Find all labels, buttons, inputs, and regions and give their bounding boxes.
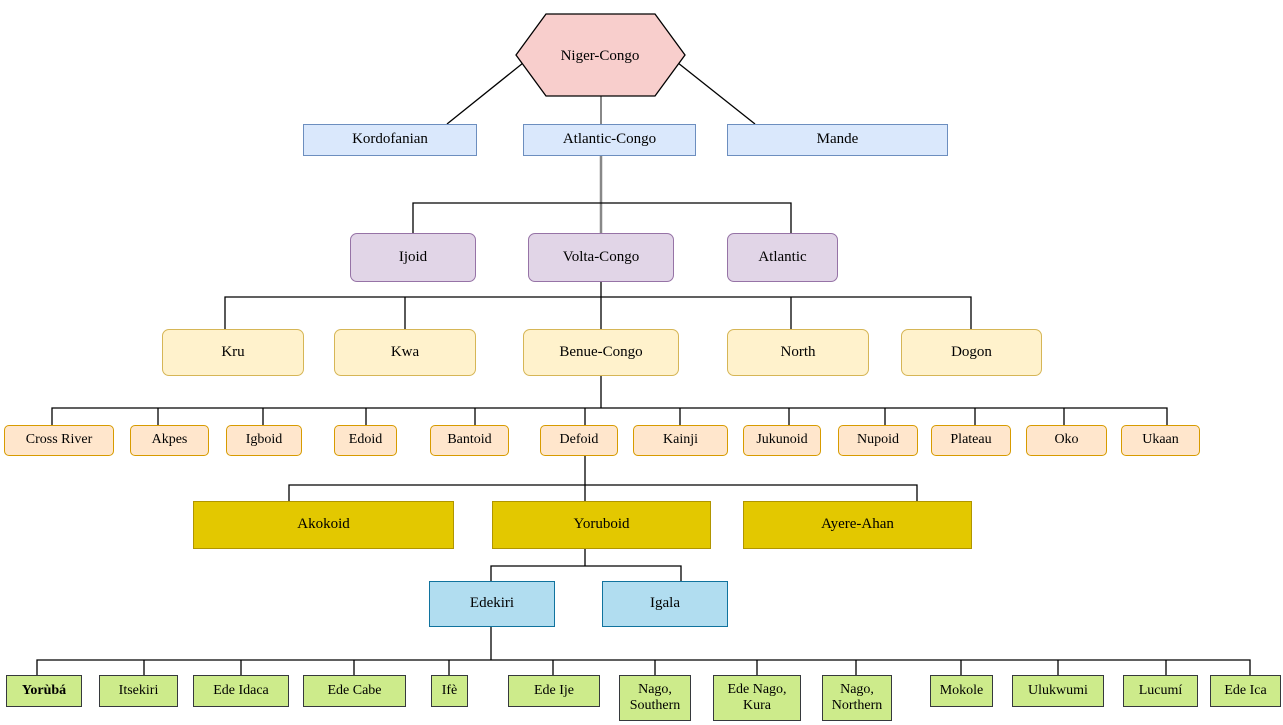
node-ulukwumi: Ulukwumi [1012,675,1104,707]
node-ede-nago-kura: Ede Nago, Kura [713,675,801,721]
node-yoruba: Yorùbá [6,675,82,707]
node-ede-idaca: Ede Idaca [193,675,289,707]
connector-volta-congo-bus [224,296,972,329]
node-lucumi: Lucumí [1123,675,1198,707]
node-akpes: Akpes [130,425,209,456]
node-ede-ica: Ede Ica [1210,675,1281,707]
node-nago-southern: Nago, Southern [619,675,691,721]
node-igala: Igala [602,581,728,627]
node-plateau: Plateau [931,425,1011,456]
node-kru: Kru [162,329,304,376]
node-mande: Mande [727,124,948,156]
node-nago-northern: Nago, Northern [822,675,892,721]
connector-atlantic-congo-branches [412,202,792,233]
node-yoruboid: Yoruboid [492,501,711,549]
node-cross-river: Cross River [4,425,114,456]
node-jukunoid: Jukunoid [743,425,821,456]
node-volta-congo: Volta-Congo [528,233,674,282]
node-kordofanian: Kordofanian [303,124,477,156]
connector-defoid-bus [288,484,918,501]
node-ede-ije: Ede Ije [508,675,600,707]
node-atlantic-congo: Atlantic-Congo [523,124,696,156]
node-akokoid: Akokoid [193,501,454,549]
node-bantoid: Bantoid [430,425,509,456]
node-edekiri: Edekiri [429,581,555,627]
node-ayere-ahan: Ayere-Ahan [743,501,972,549]
connector-benue-congo-bus [51,407,1168,425]
connector-edekiri-bus [36,659,1251,675]
node-ede-cabe: Ede Cabe [303,675,406,707]
connector-root-mande [667,54,756,125]
node-benue-congo: Benue-Congo [523,329,679,376]
node-kwa: Kwa [334,329,476,376]
node-ijoid: Ijoid [350,233,476,282]
node-atlantic: Atlantic [727,233,838,282]
node-ife: Ifè [431,675,468,707]
node-mokole: Mokole [930,675,993,707]
node-north: North [727,329,869,376]
node-ukaan: Ukaan [1121,425,1200,456]
node-defoid: Defoid [540,425,618,456]
node-edoid: Edoid [334,425,397,456]
node-nupoid: Nupoid [838,425,918,456]
node-itsekiri: Itsekiri [99,675,178,707]
node-kainji: Kainji [633,425,728,456]
root-node-label: Niger-Congo [561,48,640,64]
connector-yoruboid-bus [490,565,682,581]
root-node-shape [515,13,686,97]
node-dogon: Dogon [901,329,1042,376]
node-igboid: Igboid [226,425,302,456]
node-oko: Oko [1026,425,1107,456]
connector-root-kordofanian [446,54,534,125]
